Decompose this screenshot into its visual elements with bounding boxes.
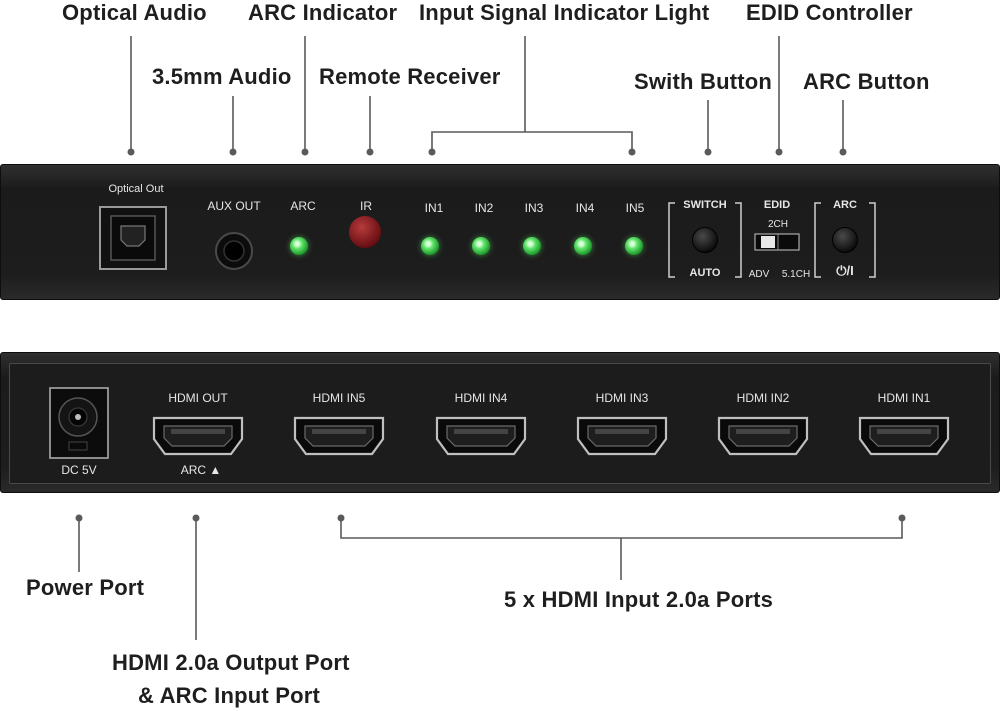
input-2-led-icon <box>472 237 490 255</box>
arc-indicator-label: ARC <box>290 199 316 213</box>
callout-optical-audio: Optical Audio <box>62 0 207 25</box>
input-4-led-icon <box>574 237 592 255</box>
callout-hdmi-output-line1: HDMI 2.0a Output Port <box>112 650 350 675</box>
callout-switch-button: Swith Button <box>634 69 773 94</box>
hdmi-out-label: HDMI OUT <box>168 391 228 405</box>
arc-button-label: ARC <box>833 199 857 211</box>
hdmi-in1-label: HDMI IN1 <box>877 391 931 405</box>
input-3-led-icon <box>523 237 541 255</box>
arc-bracket <box>814 202 876 278</box>
aux-out-label: AUX OUT <box>207 199 261 213</box>
callout-arc-button: ARC Button <box>803 69 930 94</box>
callout-edid-controller: EDID Controller <box>746 0 913 25</box>
power-symbol-icon: ⏻/I <box>836 263 854 278</box>
hdmi-in2-label: HDMI IN2 <box>736 391 790 405</box>
hdmi-in5-label: HDMI IN5 <box>312 391 366 405</box>
arc-led-icon <box>290 237 308 255</box>
switch-button[interactable] <box>692 227 718 253</box>
callout-35mm-audio: 3.5mm Audio <box>152 64 292 89</box>
rear-panel: DC 5V HDMI OUT ARC ▲ HDMI IN5 HDMI IN4 H… <box>0 352 1000 493</box>
input-label-2: IN2 <box>474 201 494 215</box>
hdmi-in1-port-icon[interactable] <box>857 415 951 457</box>
callout-hdmi-output-line2: & ARC Input Port <box>138 683 321 708</box>
edid-2ch-label: 2CH <box>767 219 789 230</box>
hdmi-in5-port-icon[interactable] <box>292 415 386 457</box>
edid-adv-label: ADV <box>748 269 770 280</box>
hdmi-out-port-icon[interactable] <box>151 415 245 457</box>
hdmi-in4-label: HDMI IN4 <box>454 391 508 405</box>
edid-dip-switch[interactable] <box>753 231 801 253</box>
switch-bracket <box>668 202 742 278</box>
hdmi-in2-port-icon[interactable] <box>716 415 810 457</box>
hdmi-in3-label: HDMI IN3 <box>595 391 649 405</box>
callout-arc-indicator: ARC Indicator <box>248 0 398 25</box>
input-label-4: IN4 <box>575 201 595 215</box>
dc-5v-label: DC 5V <box>61 463 97 477</box>
switch-label: SWITCH <box>683 199 727 211</box>
callout-input-signal: Input Signal Indicator Light <box>419 0 710 25</box>
edid-label: EDID <box>763 199 791 211</box>
arc-button[interactable] <box>832 227 858 253</box>
input-5-led-icon <box>625 237 643 255</box>
hdmi-in4-port-icon[interactable] <box>434 415 528 457</box>
arc-marker-label: ARC ▲ <box>180 463 222 477</box>
auto-label: AUTO <box>689 267 721 279</box>
front-panel: Optical Out AUX OUT ARC IR IN1 IN2 IN3 I… <box>0 164 1000 300</box>
input-label-3: IN3 <box>524 201 544 215</box>
input-label-5: IN5 <box>625 201 645 215</box>
callout-remote-receiver: Remote Receiver <box>319 64 501 89</box>
aux-jack-icon[interactable] <box>214 231 254 271</box>
optical-port-icon[interactable] <box>99 206 167 270</box>
edid-51ch-label: 5.1CH <box>781 269 811 280</box>
ir-label: IR <box>360 199 372 213</box>
dc-power-jack-icon[interactable] <box>49 387 109 459</box>
ir-receiver-icon <box>349 216 381 248</box>
hdmi-in3-port-icon[interactable] <box>575 415 669 457</box>
callout-power-port: Power Port <box>26 575 145 600</box>
input-1-led-icon <box>421 237 439 255</box>
optical-out-label: Optical Out <box>108 183 164 195</box>
input-label-1: IN1 <box>424 201 444 215</box>
callout-hdmi-inputs: 5 x HDMI Input 2.0a Ports <box>504 587 774 612</box>
